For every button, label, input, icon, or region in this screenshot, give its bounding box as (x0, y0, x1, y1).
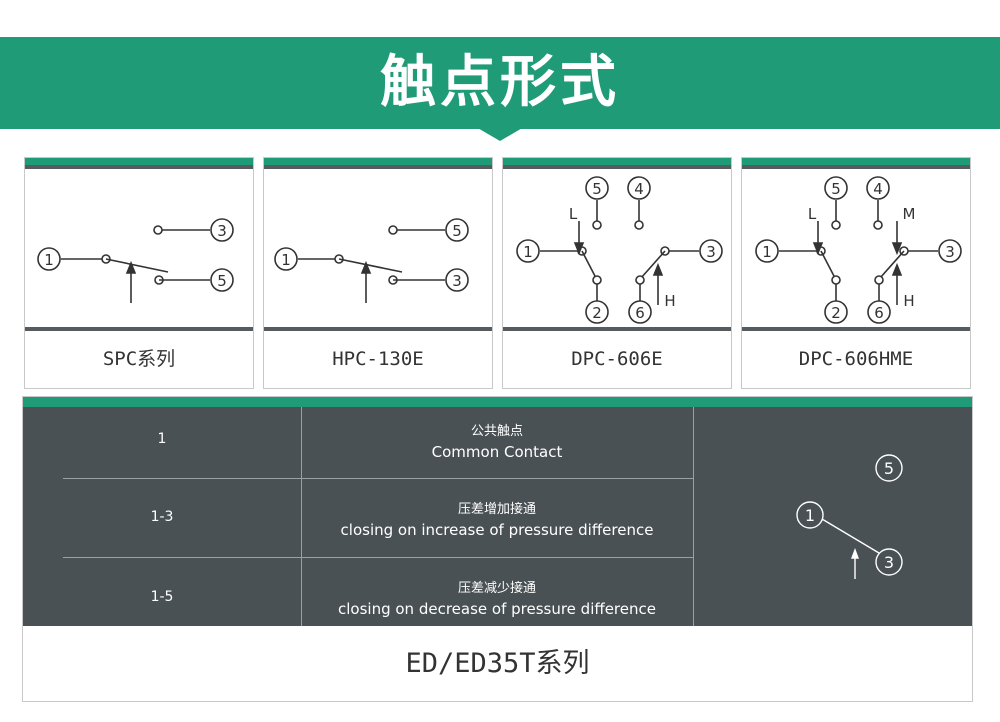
table-row-divider (63, 557, 693, 558)
card-accent-bar (503, 158, 731, 165)
card-divider (264, 327, 492, 331)
svg-text:3: 3 (217, 222, 227, 240)
table-row-divider (63, 478, 693, 479)
table-column-divider (693, 407, 694, 626)
row-desc-en: Common Contact (431, 443, 563, 461)
svg-text:5: 5 (217, 272, 227, 290)
svg-text:5: 5 (592, 180, 602, 198)
low-marker: L (808, 205, 817, 223)
dpc606e-terminal-6: 6 (628, 300, 652, 324)
svg-text:3: 3 (706, 243, 716, 261)
card-accent-bar (742, 158, 970, 165)
card-dpc-606e: L H 5 4 1 3 2 6 DPC-606E (502, 157, 732, 389)
card-dpc-606hme: L M H 5 4 1 3 2 6 DPC-606HME (741, 157, 971, 389)
dpc-606hme-contact-diagram: L M H 5 4 1 3 2 6 (755, 176, 962, 324)
svg-text:6: 6 (635, 304, 645, 322)
svg-text:4: 4 (873, 180, 883, 198)
dpc-606e-contact-diagram: L H 5 4 1 3 2 6 (516, 176, 723, 324)
dpc606e-terminal-2: 2 (585, 300, 609, 324)
banner-notch (476, 127, 524, 141)
card-accent-bar (25, 158, 253, 165)
ed-terminal-5: 5 (875, 454, 903, 482)
card-label-dpc-606e: DPC-606E (571, 348, 663, 370)
svg-text:5: 5 (452, 222, 462, 240)
card-divider (503, 327, 731, 331)
hpc-terminal-5: 5 (445, 218, 469, 242)
mid-marker: M (903, 205, 916, 223)
svg-text:1: 1 (44, 251, 54, 269)
dpc606hme-terminal-5: 5 (824, 176, 848, 200)
dpc606hme-terminal-1: 1 (755, 239, 779, 263)
dpc606hme-terminal-2: 2 (824, 300, 848, 324)
svg-text:1: 1 (805, 506, 815, 525)
ed-terminal-1: 1 (796, 501, 824, 529)
page-title: 触点形式 (380, 50, 620, 115)
svg-text:3: 3 (884, 553, 894, 572)
card-accent-bar (264, 158, 492, 165)
svg-text:5: 5 (884, 459, 894, 478)
dpc606e-terminal-4: 4 (627, 176, 651, 200)
card-label-hpc: HPC-130E (332, 348, 424, 370)
row-desc-zh: 公共触点 (470, 424, 523, 439)
ed-terminal-3: 3 (875, 548, 903, 576)
table-column-divider (301, 407, 302, 626)
row-id-1-5: 1-5 (150, 589, 174, 605)
ed-contact-diagram: 5 1 3 (796, 454, 903, 579)
svg-text:2: 2 (592, 304, 602, 322)
svg-text:3: 3 (452, 272, 462, 290)
row-id-common: 1 (157, 431, 167, 447)
row-desc-common: 公共触点 Common Contact (301, 422, 693, 462)
card-top-rule (25, 165, 253, 169)
svg-text:1: 1 (523, 243, 533, 261)
spc-contact-diagram: 1 3 5 (37, 218, 234, 303)
spc-terminal-3: 3 (210, 218, 234, 242)
high-marker: H (903, 292, 914, 310)
row-desc-zh: 压差减少接通 (457, 581, 536, 596)
card-hpc-130e: 1 5 3 HPC-130E (263, 157, 493, 389)
spc-terminal-1: 1 (37, 247, 61, 271)
card-label-spc: SPC系列 (102, 348, 176, 370)
dpc606hme-terminal-3: 3 (938, 239, 962, 263)
row-desc-en: closing on increase of pressure differen… (340, 521, 654, 539)
row-desc-en: closing on decrease of pressure differen… (338, 600, 656, 618)
high-marker: H (664, 292, 675, 310)
row-desc-1-3: 压差增加接通 closing on increase of pressure d… (301, 500, 693, 540)
card-divider (25, 327, 253, 331)
dpc606hme-terminal-6: 6 (867, 300, 891, 324)
row-desc-zh: 压差增加接通 (457, 502, 536, 517)
dpc606e-terminal-3: 3 (699, 239, 723, 263)
svg-text:6: 6 (874, 304, 884, 322)
svg-text:5: 5 (831, 180, 841, 198)
card-label-dpc-606hme: DPC-606HME (798, 348, 914, 370)
low-marker: L (569, 205, 578, 223)
svg-text:1: 1 (762, 243, 772, 261)
ed-series-label: ED/ED35T系列 (405, 648, 590, 679)
card-top-rule (742, 165, 970, 169)
ed-series-panel: 1 公共触点 Common Contact 1-3 压差增加接通 closing… (22, 396, 973, 702)
svg-text:2: 2 (831, 304, 841, 322)
row-id-1-3: 1-3 (150, 509, 174, 525)
hpc-contact-diagram: 1 5 3 (274, 218, 469, 303)
dpc606e-terminal-1: 1 (516, 239, 540, 263)
ed-contact-table: 1 公共触点 Common Contact 1-3 压差增加接通 closing… (23, 407, 972, 626)
card-divider (742, 327, 970, 331)
spc-terminal-5: 5 (210, 268, 234, 292)
card-spc: 1 3 5 SPC系列 (24, 157, 254, 389)
dpc606e-terminal-5: 5 (585, 176, 609, 200)
svg-text:3: 3 (945, 243, 955, 261)
svg-text:1: 1 (281, 251, 291, 269)
row-desc-1-5: 压差减少接通 closing on decrease of pressure d… (301, 579, 693, 619)
dpc606hme-terminal-4: 4 (866, 176, 890, 200)
card-top-rule (264, 165, 492, 169)
svg-text:4: 4 (634, 180, 644, 198)
ed-accent-bar (23, 397, 972, 407)
hpc-terminal-3: 3 (445, 268, 469, 292)
card-top-rule (503, 165, 731, 169)
hpc-terminal-1: 1 (274, 247, 298, 271)
header-banner (0, 37, 1000, 129)
